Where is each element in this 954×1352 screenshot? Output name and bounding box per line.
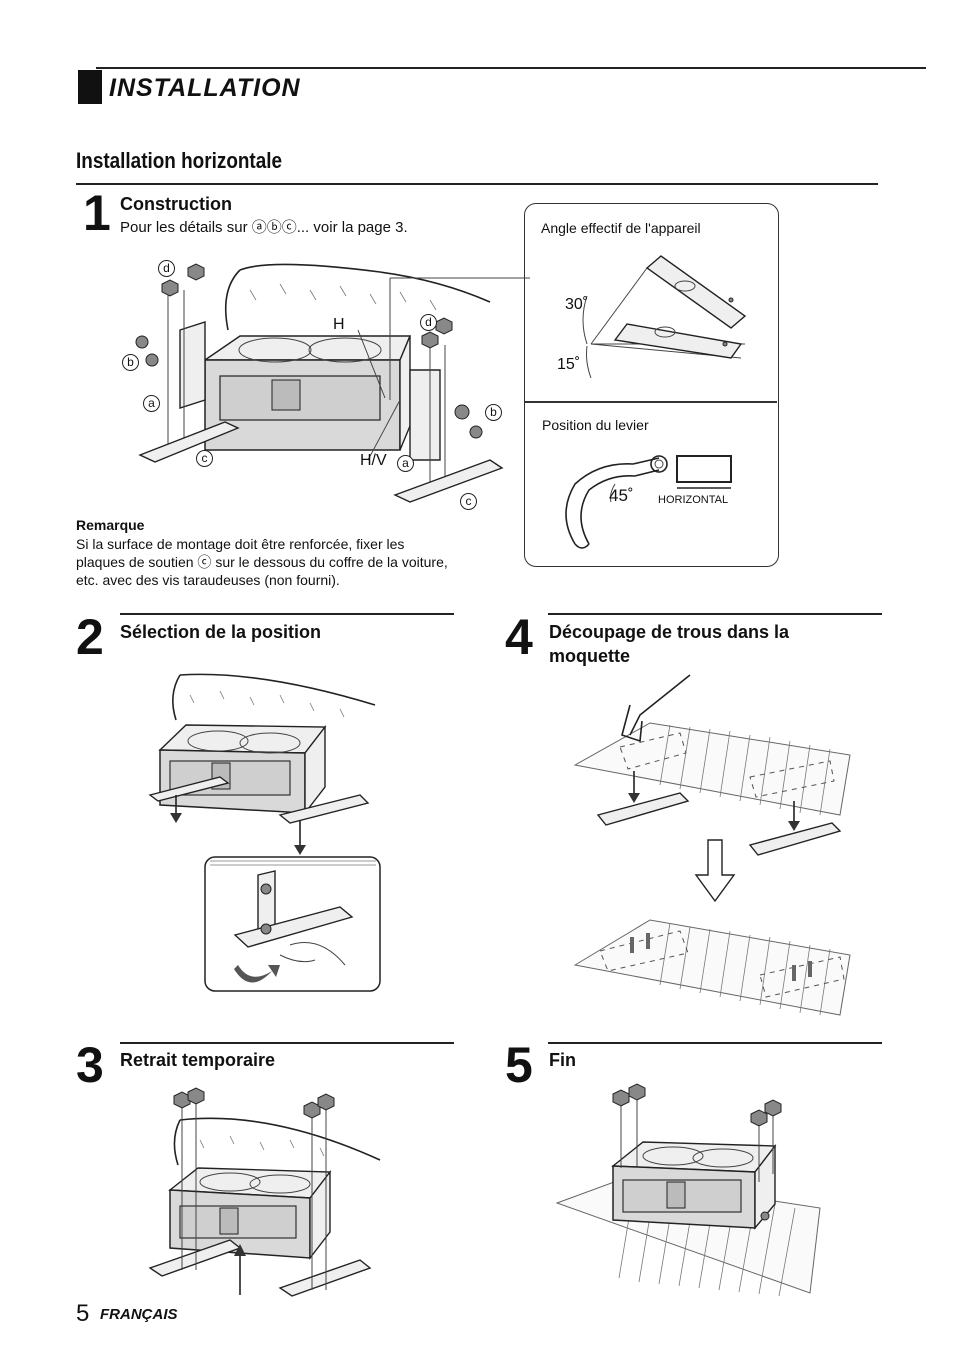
subsection-rule xyxy=(76,183,878,185)
remark-text: Si la surface de montage doit être renfo… xyxy=(76,536,448,588)
subsection-title: Installation horizontale xyxy=(76,148,283,173)
decoupage-diagram xyxy=(570,665,860,1020)
step5-rule xyxy=(548,1042,882,1044)
step-number-5: 5 xyxy=(505,1037,533,1093)
label-d-left: d xyxy=(158,260,175,277)
header-rule xyxy=(96,67,926,69)
step3-rule xyxy=(120,1042,454,1044)
lever-angle-label: 45˚ xyxy=(609,486,634,505)
fin-diagram xyxy=(555,1078,830,1303)
label-d-right: d xyxy=(420,314,437,331)
step2-rule xyxy=(120,613,454,615)
footer-language: FRANÇAIS xyxy=(100,1306,178,1323)
lever-diagram xyxy=(555,444,755,554)
step-number-1: 1 xyxy=(83,185,111,241)
step-title-fin: Fin xyxy=(549,1050,576,1070)
angle-15-label: 15˚ xyxy=(557,356,581,373)
step-number-2: 2 xyxy=(76,609,104,665)
lever-title: Position du levier xyxy=(542,417,649,433)
label-c-right: c xyxy=(460,493,477,510)
remark-title: Remarque xyxy=(76,517,145,533)
step-number-4: 4 xyxy=(505,609,533,665)
angle-title: Angle effectif de l'appareil xyxy=(541,220,701,236)
step-title-construction: Construction xyxy=(120,194,232,214)
label-a-right: a xyxy=(397,455,414,472)
angle-diagram xyxy=(535,246,775,396)
step4-rule xyxy=(548,613,882,615)
angle-30-label: 30˚ xyxy=(565,296,589,313)
lever-horizontal-label: HORIZONTAL xyxy=(658,494,729,506)
selection-diagram xyxy=(140,665,390,1000)
step-number-3: 3 xyxy=(76,1037,104,1093)
info-box: Angle effectif de l'appareil 30˚ 15˚ Pos… xyxy=(524,203,779,567)
step-title-decoupage: Découpage de trous dans la moquette xyxy=(549,622,790,666)
label-b-right: b xyxy=(485,404,502,421)
section-title: INSTALLATION xyxy=(109,74,301,102)
step-title-retrait: Retrait temporaire xyxy=(120,1050,276,1070)
construction-diagram: d b a c H d b H/V a c xyxy=(110,250,530,515)
label-HV: H/V xyxy=(360,452,387,469)
footer-page-number: 5 xyxy=(76,1300,90,1327)
step-title-selection: Sélection de la position xyxy=(120,622,322,642)
retrait-diagram xyxy=(140,1080,390,1305)
label-a-left: a xyxy=(143,395,160,412)
info-box-divider xyxy=(525,401,777,403)
label-H: H xyxy=(333,316,345,333)
label-b-left: b xyxy=(122,354,139,371)
step-description-construction: Pour les détails sur ⓐⓑⓒ... voir la page… xyxy=(120,219,408,236)
label-c-left: c xyxy=(196,450,213,467)
header-marker xyxy=(78,70,102,104)
